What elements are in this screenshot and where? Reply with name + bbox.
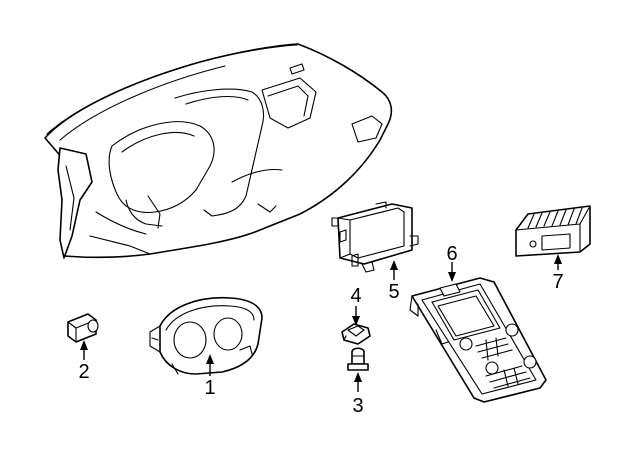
callout-3-label: 3 xyxy=(352,395,363,417)
sensor-icon xyxy=(67,313,99,343)
display-screen-icon xyxy=(331,201,419,273)
control-module-icon xyxy=(515,205,591,257)
callout-2-label: 2 xyxy=(78,361,89,383)
callout-4-label: 4 xyxy=(350,285,361,307)
clip-icon xyxy=(341,323,371,345)
bulb-socket-icon xyxy=(347,347,369,371)
callout-6-arrowhead xyxy=(448,272,456,282)
callout-1-arrowhead xyxy=(206,354,214,364)
callout-7-arrowhead xyxy=(554,254,562,264)
callout-3-arrowhead xyxy=(354,372,362,382)
callout-4-arrowhead xyxy=(352,316,360,326)
callout-6-label: 6 xyxy=(446,243,457,265)
instrument-cluster-icon xyxy=(149,296,263,375)
center-console-bezel-icon xyxy=(409,277,547,403)
instrument-panel-icon xyxy=(44,43,393,259)
callout-5-arrowhead xyxy=(390,260,398,270)
callout-1-label: 1 xyxy=(204,377,215,399)
callout-2-arrowhead xyxy=(80,340,88,350)
callout-5-label: 5 xyxy=(388,281,399,303)
callout-7-label: 7 xyxy=(552,271,563,293)
